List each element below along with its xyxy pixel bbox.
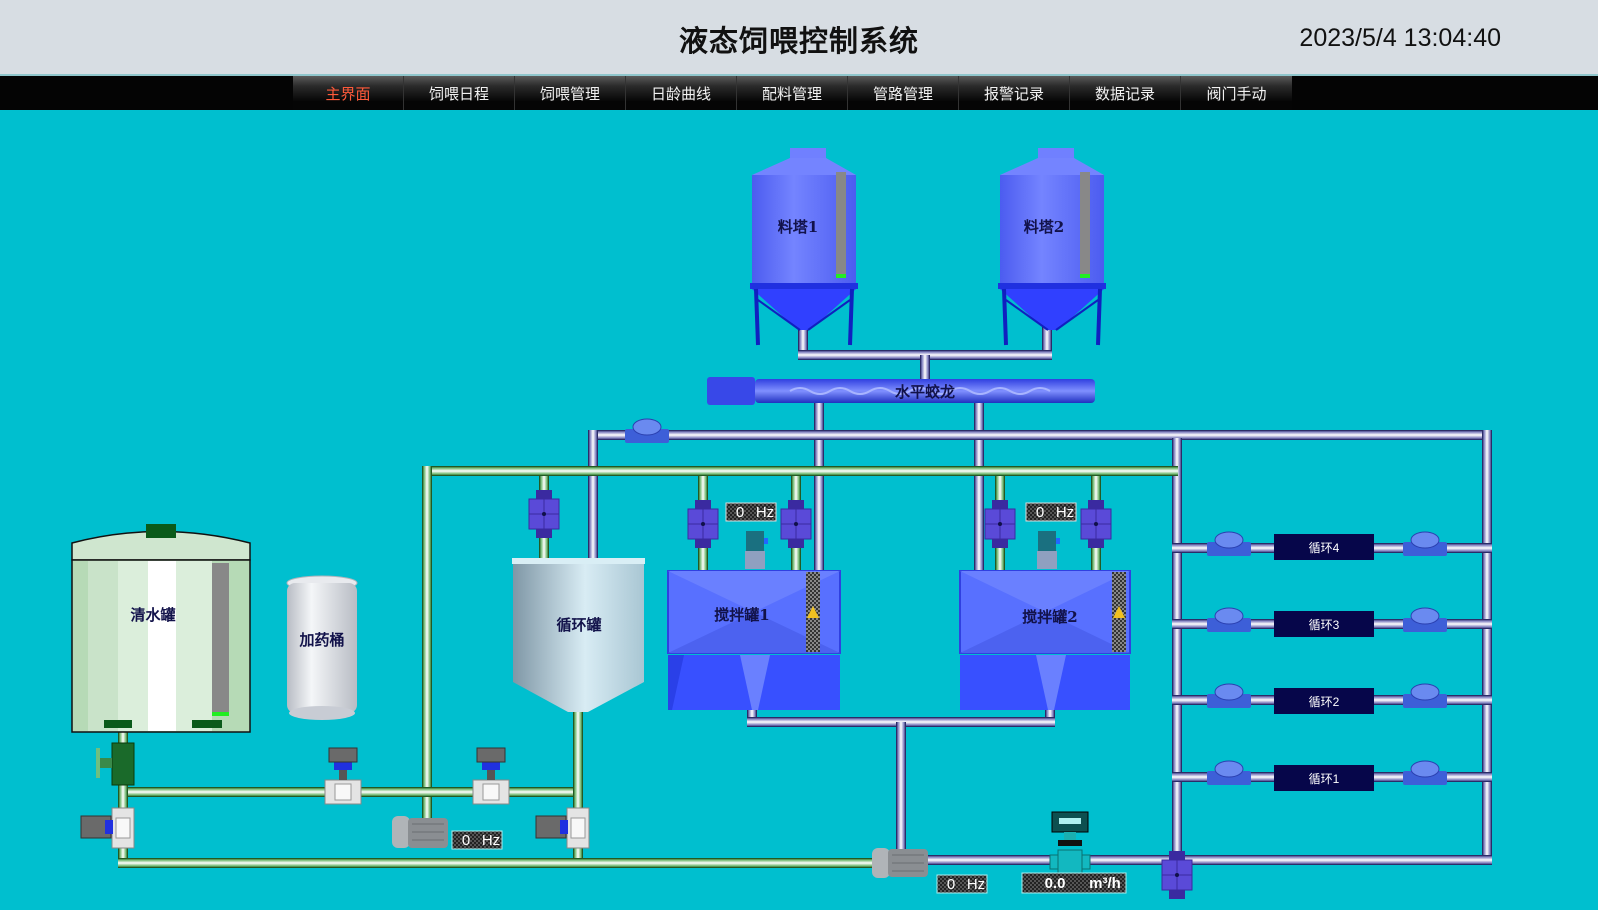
svg-text:Hz: Hz	[756, 504, 774, 521]
pneumatic-valves	[528, 490, 1193, 899]
agitator-motor-1[interactable]	[745, 531, 768, 569]
diaphragm-valve[interactable]	[984, 500, 1016, 548]
dosing-bucket-label: 加药桶	[298, 631, 344, 649]
mix-tank-2[interactable]: 搅拌罐2	[959, 570, 1131, 710]
process-diagram: 料塔1 料塔2 水平蛟龙 搅拌罐1	[71, 148, 1492, 899]
loop-2[interactable]: 循环2	[1274, 688, 1374, 714]
mix-tank-1-frequency-display: 0 Hz	[725, 502, 777, 522]
loop-valve[interactable]	[1403, 760, 1447, 785]
tab-valve-manual[interactable]: 阀门手动	[1181, 76, 1292, 110]
loop-1-label: 循环1	[1309, 772, 1340, 786]
svg-text:Hz: Hz	[482, 832, 500, 849]
tab-feeding-management[interactable]: 饲喂管理	[515, 76, 626, 110]
svg-text:Hz: Hz	[1056, 504, 1074, 521]
return-valve[interactable]	[625, 418, 669, 443]
ball-valve[interactable]	[472, 747, 510, 805]
auger-label: 水平蛟龙	[895, 383, 955, 401]
app-title: 液态饲喂控制系统	[678, 24, 919, 58]
loop-valve[interactable]	[1207, 760, 1251, 785]
diaphragm-valve[interactable]	[687, 500, 719, 548]
loop-3-label: 循环3	[1309, 618, 1340, 632]
ball-valve[interactable]	[80, 807, 135, 849]
mix-tank-1[interactable]: 搅拌罐1	[667, 570, 841, 710]
silo-1[interactable]: 料塔1	[750, 148, 858, 346]
silo-1-label: 料塔1	[778, 218, 818, 236]
loop-valve[interactable]	[1207, 683, 1251, 708]
ball-valves	[80, 747, 590, 849]
nav-tabs: 主界面 饲喂日程 饲喂管理 日龄曲线 配料管理 管路管理 报警记录 数据记录 阀…	[293, 76, 1292, 110]
silo-1-level-indicator	[836, 274, 846, 278]
dosing-bucket[interactable]: 加药桶	[286, 575, 358, 720]
diaphragm-valve[interactable]	[780, 500, 812, 548]
svg-text:0: 0	[1036, 504, 1044, 521]
tab-recipe-management[interactable]: 配料管理	[737, 76, 848, 110]
diaphragm-valve[interactable]	[1161, 851, 1193, 899]
tab-age-curve[interactable]: 日龄曲线	[626, 76, 737, 110]
silo-1-level-gauge	[836, 172, 846, 277]
manual-valve[interactable]	[96, 742, 135, 786]
diaphragm-valve[interactable]	[1080, 500, 1112, 548]
circulation-pump-frequency-display: 0 Hz	[451, 830, 503, 850]
flowmeter[interactable]	[1049, 811, 1091, 875]
diaphragm-valve[interactable]	[528, 490, 560, 538]
loop-valve[interactable]	[1403, 531, 1447, 556]
loop-4[interactable]: 循环4	[1274, 534, 1374, 560]
mix-tank-1-label: 搅拌罐1	[714, 606, 769, 624]
silo-2-level-gauge	[1080, 172, 1090, 277]
loop-valve[interactable]	[1403, 607, 1447, 632]
feeding-loops: 循环4 循环3 循环2 循环1	[625, 418, 1447, 791]
tab-pipeline-management[interactable]: 管路管理	[848, 76, 959, 110]
mix-tank-2-frequency-display: 0 Hz	[1025, 502, 1077, 522]
water-tank[interactable]: 清水罐	[71, 524, 251, 733]
silo-2-label: 料塔2	[1024, 218, 1064, 236]
svg-text:0: 0	[462, 832, 470, 849]
agitator-motor-2[interactable]	[1037, 531, 1060, 569]
loop-1[interactable]: 循环1	[1274, 765, 1374, 791]
tab-data-records[interactable]: 数据记录	[1070, 76, 1181, 110]
svg-text:0: 0	[947, 876, 955, 893]
svg-text:0: 0	[736, 504, 744, 521]
circulation-pump[interactable]	[392, 816, 448, 848]
ball-valve[interactable]	[535, 807, 590, 849]
ball-valve[interactable]	[324, 747, 362, 805]
svg-text:0.0: 0.0	[1045, 875, 1066, 892]
circulation-tank[interactable]: 循环罐	[512, 558, 645, 712]
silo-2-level-indicator	[1080, 274, 1090, 278]
mix-tank-2-label: 搅拌罐2	[1022, 608, 1077, 626]
header-bar: 液态饲喂控制系统 2023/5/4 13:04:40	[0, 0, 1598, 76]
water-tank-level-indicator	[212, 712, 229, 716]
warning-icon	[1113, 606, 1125, 618]
flowmeter-display: 0.0 m³/h	[1021, 872, 1127, 894]
water-tank-label: 清水罐	[130, 606, 175, 624]
horizontal-auger[interactable]: 水平蛟龙	[707, 377, 1095, 405]
loop-valve[interactable]	[1207, 531, 1251, 556]
water-tank-level-gauge	[212, 563, 229, 713]
silo-2[interactable]: 料塔2	[998, 148, 1106, 346]
loop-4-label: 循环4	[1309, 541, 1340, 555]
datetime-display: 2023/5/4 13:04:40	[1299, 24, 1501, 52]
loop-3[interactable]: 循环3	[1274, 611, 1374, 637]
tab-alarm-records[interactable]: 报警记录	[959, 76, 1070, 110]
svg-text:Hz: Hz	[967, 876, 985, 893]
main-pump[interactable]	[872, 848, 928, 878]
loop-2-label: 循环2	[1309, 695, 1340, 709]
tab-feeding-schedule[interactable]: 饲喂日程	[404, 76, 515, 110]
circulation-tank-label: 循环罐	[556, 616, 601, 634]
main-pump-frequency-display: 0 Hz	[936, 874, 988, 894]
tab-main[interactable]: 主界面	[293, 76, 404, 110]
loop-valve[interactable]	[1207, 607, 1251, 632]
warning-icon	[807, 606, 819, 618]
loop-valve[interactable]	[1403, 683, 1447, 708]
nav-bar: 主界面 饲喂日程 饲喂管理 日龄曲线 配料管理 管路管理 报警记录 数据记录 阀…	[0, 76, 1598, 110]
svg-text:m³/h: m³/h	[1089, 875, 1121, 892]
